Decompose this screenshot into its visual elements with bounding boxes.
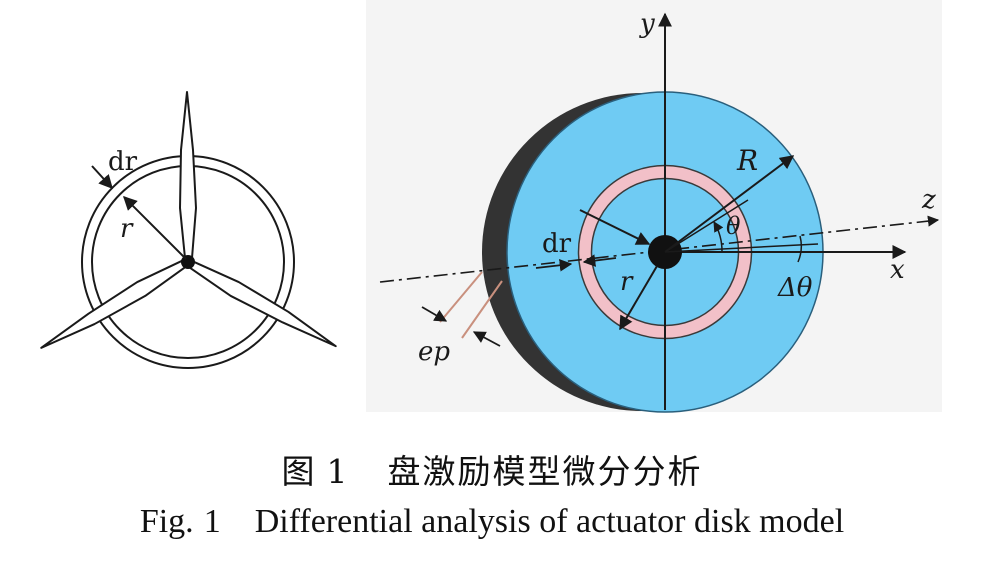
r-label: r [620, 267, 634, 297]
left-rotor-figure: r dr [40, 91, 337, 369]
caption-en-prefix: Fig. [139, 503, 194, 540]
dr-label: dr [108, 147, 138, 177]
caption-cn-prefix: 图 [281, 452, 317, 491]
delta-theta-ray [664, 243, 819, 253]
caption-en-number: 1 [203, 503, 221, 540]
theta-label: θ [726, 212, 741, 240]
caption-cn-number: 1 [326, 452, 350, 491]
delta-theta-arc [797, 235, 803, 263]
blade-right [188, 260, 337, 348]
radius-arrow [123, 196, 187, 260]
theta-ray [664, 199, 749, 253]
right-disk-figure: ep y x z R r dr θ Δθ [366, 0, 942, 413]
blade-left [40, 259, 188, 349]
ep-arrow-left [421, 306, 448, 322]
r-arrow-lower [619, 265, 658, 331]
caption-en-text: Differential analysis of actuator disk m… [254, 503, 845, 540]
caption-cn-text: 盘激励模型微分分析 [387, 452, 703, 491]
delta-theta-label: Δθ [777, 273, 813, 303]
actuator-disk-diagram: r dr ep y x z R [40, 0, 942, 413]
R-label: R [736, 144, 758, 177]
ep-arrow-right [472, 331, 501, 347]
x-axis-label: x [890, 255, 905, 285]
dr-label-right: dr [542, 229, 572, 259]
blade-up [179, 91, 197, 259]
caption-english: Fig.1 Differential analysis of actuator d… [0, 503, 984, 541]
rotor-blades [40, 91, 337, 349]
r-arrow-upper [579, 209, 651, 245]
R-arrow [664, 155, 795, 253]
z-axis-label: z [921, 185, 936, 215]
theta-arc [713, 221, 724, 253]
y-axis-label: y [639, 9, 655, 39]
ep-line-2 [461, 280, 503, 339]
dr-arrow-right [582, 254, 617, 267]
ep-label: ep [418, 337, 450, 367]
radius-label: r [120, 214, 134, 244]
dr-arrow-left [535, 259, 573, 272]
dr-arrow [91, 165, 113, 190]
